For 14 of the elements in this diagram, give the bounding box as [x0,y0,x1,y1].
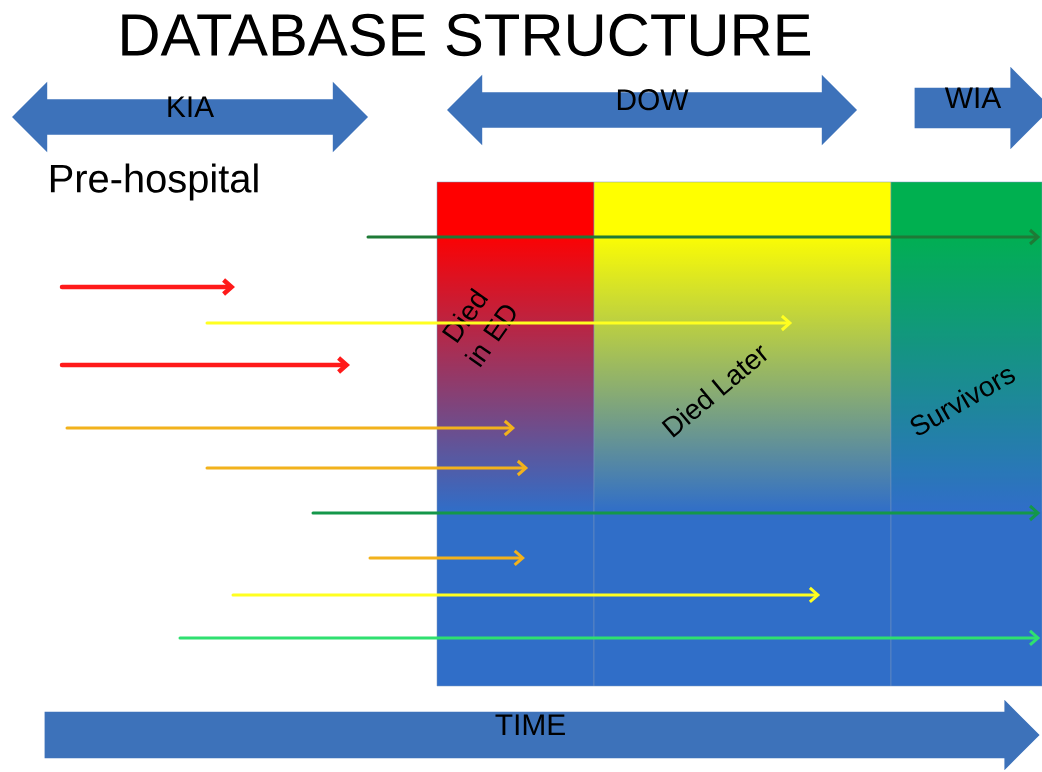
arrow [366,228,1041,246]
arrow [205,459,529,477]
arrow-band: TIME [44,699,1040,771]
arrow-band: WIA [914,66,1042,150]
arrow [231,586,821,604]
double-arrow-band: KIA [12,81,368,153]
arrow [65,419,516,437]
title: DATABASE STRUCTURE [122,13,810,57]
arrow [311,504,1041,522]
arrow [368,549,525,567]
arrow [178,629,1041,647]
double-arrow-band: DOW [447,74,857,146]
region-label: Pre-hospital [50,163,258,201]
arrow [205,314,793,332]
